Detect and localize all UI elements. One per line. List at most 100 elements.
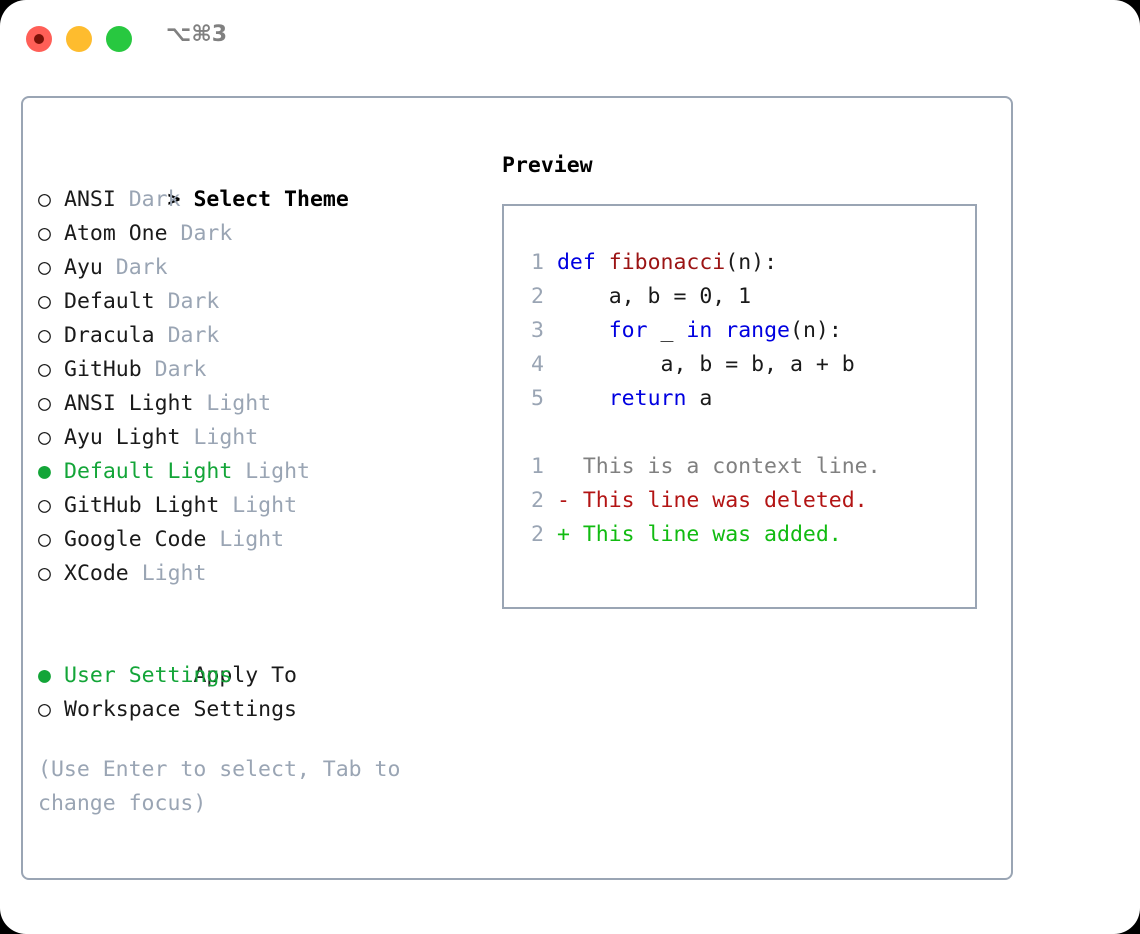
theme-option-label: ANSI [64, 187, 116, 212]
code-line: 5 return a [516, 382, 971, 416]
preview-box: 1 def fibonacci(n): 2 a, b = 0, 1 3 for _ … [502, 204, 977, 609]
radio-unselected-icon: ○ [38, 425, 51, 450]
label-tag-gap [181, 425, 194, 450]
label-tag-gap [129, 561, 142, 586]
gutter-gap [544, 318, 557, 343]
apply-to-option-user-settings[interactable]: ●User Settings [38, 659, 488, 693]
theme-option-label: GitHub Light [64, 493, 220, 518]
theme-option-label: XCode [64, 561, 129, 586]
radio-unselected-icon: ○ [38, 697, 51, 722]
code-line: 3 for _ in range(n): [516, 314, 971, 348]
gutter-gap [544, 386, 557, 411]
theme-option-tag: Dark [115, 255, 168, 280]
theme-option-ansi-light[interactable]: ○ ANSI Light Light [38, 387, 488, 421]
line-number: 2 [531, 488, 544, 513]
theme-option-list: ○ANSI Dark○Atom One Dark○Ayu Dark○Defaul… [38, 183, 488, 591]
label-tag-gap [116, 187, 129, 212]
theme-option-tag: Dark [128, 187, 181, 212]
theme-option-google-code[interactable]: ○ Google Code Light [38, 523, 488, 557]
code-token [712, 318, 725, 343]
diff-line: 2 - This line was deleted. [516, 484, 971, 518]
theme-option-atom-one[interactable]: ○Atom One Dark [38, 217, 488, 251]
theme-option-label: Default [64, 289, 155, 314]
preview-code-area: 1 def fibonacci(n): 2 a, b = 0, 1 3 for _ … [516, 246, 971, 552]
preview-title: Preview [502, 153, 593, 178]
maximize-window-button[interactable] [106, 26, 132, 52]
theme-option-dracula[interactable]: ○ Dracula Dark [38, 319, 488, 353]
theme-option-default-light[interactable]: ●Default Light Light [38, 455, 488, 489]
theme-option-label: ANSI Light [64, 391, 194, 416]
radio-unselected-icon: ○ [38, 561, 51, 586]
focus-caret-icon: > [167, 187, 194, 212]
radio-selected-icon: ● [38, 663, 51, 688]
close-window-button[interactable] [26, 26, 52, 52]
diff-line: 2 + This line was added. [516, 518, 971, 552]
radio-unselected-icon: ○ [38, 357, 51, 382]
theme-option-label: GitHub [64, 357, 142, 382]
theme-option-tag: Light [206, 391, 272, 416]
gutter-gap [544, 488, 557, 513]
code-token: (n): [790, 318, 842, 343]
radio-unselected-icon: ○ [38, 527, 51, 552]
theme-option-tag: Dark [180, 221, 233, 246]
theme-option-label: Google Code [64, 527, 207, 552]
radio-unselected-icon: ○ [38, 391, 51, 416]
code-line: 4 a, b = b, a + b [516, 348, 971, 382]
label-tag-gap [155, 323, 168, 348]
apply-to-header-label: Apply To [193, 663, 298, 688]
line-number: 2 [531, 284, 544, 309]
gutter-gap [544, 352, 557, 377]
gutter-gap [544, 284, 557, 309]
theme-option-label: Ayu Light [64, 425, 181, 450]
diff-text: - This line was deleted. [556, 488, 868, 513]
theme-option-tag: Light [193, 425, 259, 450]
diff-sample: 1 This is a context line.2 - This line w… [516, 450, 971, 552]
code-token: (n): [725, 250, 778, 275]
diff-text: + This line was added. [556, 522, 842, 547]
code-token: range [725, 318, 790, 343]
code-token: a, b = 0, 1 [556, 284, 752, 309]
label-tag-gap [232, 459, 245, 484]
select-theme-header-label: Select Theme [193, 187, 349, 212]
code-token [557, 386, 609, 411]
code-token: for [608, 318, 648, 343]
code-token: _ [647, 318, 687, 343]
line-number: 4 [531, 352, 544, 377]
diff-line: 1 This is a context line. [516, 450, 971, 484]
radio-unselected-icon: ○ [38, 323, 51, 348]
label-tag-gap [103, 255, 116, 280]
theme-option-label: Dracula [64, 323, 155, 348]
label-tag-gap [219, 493, 232, 518]
theme-option-default[interactable]: ○Default Dark [38, 285, 488, 319]
list-spacer [38, 591, 488, 625]
theme-option-ayu[interactable]: ○Ayu Dark [38, 251, 488, 285]
gutter-gap [544, 454, 557, 479]
code-token: return [608, 386, 687, 411]
theme-option-tag: Light [219, 527, 285, 552]
label-tag-gap [206, 527, 219, 552]
theme-option-github[interactable]: ○GitHub Dark [38, 353, 488, 387]
radio-unselected-icon: ○ [38, 187, 51, 212]
theme-option-tag: Dark [167, 323, 220, 348]
code-token: a [686, 386, 713, 411]
keyboard-hint-text: (Use Enter to select, Tab to change focu… [38, 757, 414, 816]
gutter-gap [544, 250, 557, 275]
radio-unselected-icon: ○ [38, 289, 51, 314]
minimize-window-button[interactable] [66, 26, 92, 52]
apply-to-option-workspace-settings[interactable]: ○Workspace Settings [38, 693, 488, 727]
apply-to-header: Apply To [38, 625, 488, 688]
theme-option-ayu-light[interactable]: ○ Ayu Light Light [38, 421, 488, 455]
theme-option-ansi[interactable]: ○ ANSI Dark [38, 183, 488, 217]
line-number: 1 [531, 454, 544, 479]
line-number: 3 [531, 318, 544, 343]
code-line: 1 def fibonacci(n): [516, 246, 971, 280]
theme-option-xcode[interactable]: ○XCode Light [38, 557, 488, 591]
line-number: 1 [531, 250, 544, 275]
code-token: in [686, 318, 713, 343]
theme-option-github-light[interactable]: ○GitHub Light Light [38, 489, 488, 523]
theme-option-label: Ayu [64, 255, 103, 280]
theme-option-label: Default Light [64, 459, 233, 484]
theme-picker-panel: > Select Theme ○ANSI Dark○Atom One Dark○… [21, 96, 1013, 880]
theme-option-tag: Light [232, 493, 298, 518]
